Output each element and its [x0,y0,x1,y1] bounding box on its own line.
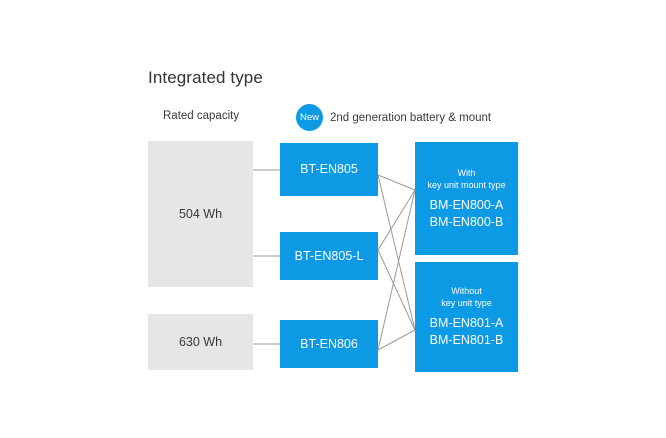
battery-label-bt-en805: BT-EN805 [300,162,358,176]
mount-code-bm-en800-a: BM-EN800-A [429,197,504,212]
mount-code-bm-en801-b: BM-EN801-B [429,333,504,347]
column-header-right-label: 2nd generation battery & mount [330,111,492,124]
battery-label-bt-en805-l: BT-EN805-L [294,248,364,263]
mount-subtitle-line2-bm-en801: key unit type [441,298,492,308]
connector-bten805-bmen800 [377,174,416,191]
connector-bten805-bmen801 [377,174,416,331]
column-header-second-generation: New 2nd generation battery & mount [296,104,491,131]
connector-bten806-bmen800 [377,189,416,351]
capacity-box-630wh: 630 Wh [148,314,253,370]
connector-bten806-bmen801 [377,329,416,351]
capacity-box-504wh: 504 Wh [148,141,253,287]
mount-box-bm-en801: Without key unit type BM-EN801-A BM-EN80… [415,262,518,372]
battery-box-bt-en805: BT-EN805 [280,143,378,196]
connector-bten805l-bmen800 [377,189,416,251]
capacity-label-630wh: 630 Wh [178,335,223,349]
mount-box-bm-en800: With key unit mount type BM-EN800-A BM-E… [415,142,518,255]
battery-box-bt-en805-l: BT-EN805-L [280,232,378,280]
mount-subtitle-bm-en801: Without key unit type [441,285,492,309]
mount-subtitle-line1-bm-en801: Without [451,286,482,296]
mount-subtitle-line1-bm-en800: With [457,167,476,178]
mount-code-bm-en800-b: BM-EN800-B [429,214,504,229]
mount-subtitle-bm-en800: With key unit mount type [427,167,505,191]
capacity-label-504wh: 504 Wh [178,207,223,221]
page-title: Integrated type [148,68,263,87]
column-header-rated-capacity: Rated capacity [163,110,240,122]
new-badge: New [296,104,323,131]
connector-bten805l-bmen801 [377,249,416,331]
battery-label-bt-en806: BT-EN806 [300,336,358,351]
mount-code-bm-en801-a: BM-EN801-A [429,316,504,330]
battery-box-bt-en806: BT-EN806 [280,320,378,368]
mount-subtitle-line2-bm-en800: key unit mount type [427,179,506,190]
